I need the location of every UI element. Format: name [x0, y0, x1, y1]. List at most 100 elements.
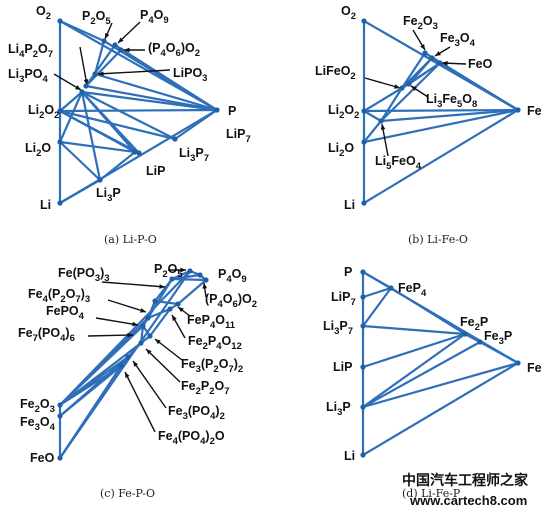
leader-arrowhead — [133, 361, 139, 367]
phase-label-li: Li — [344, 449, 355, 463]
phase-node — [361, 200, 367, 206]
tie-line — [362, 333, 466, 408]
phase-label-fe3-p2o7-2: Fe3(P2O7)2 — [181, 357, 243, 375]
phase-node — [132, 149, 138, 155]
tie-line — [93, 40, 106, 75]
leader-arrowhead — [442, 60, 448, 66]
tie-line — [362, 286, 392, 299]
phase-label-fe4-p2o7-3: Fe4(P2O7)3 — [28, 287, 90, 305]
leader-arrowhead — [75, 85, 81, 90]
label-leader-line — [101, 281, 166, 288]
watermark-chinese: 中国汽车工程师之家 — [402, 472, 529, 488]
tie-line — [85, 49, 122, 87]
caption-d: (d) Li-Fe-P — [402, 487, 461, 500]
tie-line — [59, 109, 218, 204]
tie-line — [59, 140, 136, 154]
phase-label-fe2p2o7: Fe2P2O7 — [181, 379, 230, 397]
phase-label-li3p7: Li3P7 — [179, 146, 209, 164]
tie-line — [363, 108, 519, 144]
phase-label-li2o: Li2O — [328, 141, 354, 159]
label-leader-line — [124, 371, 156, 433]
phase-label-p4o6-o2: (P4O6)O2 — [205, 292, 257, 310]
phase-label-fepo4: FePO4 — [46, 304, 85, 322]
phase-node — [136, 150, 142, 156]
phase-node — [422, 50, 428, 56]
leader-arrowhead — [127, 332, 133, 338]
phase-label-feo: FeO — [468, 57, 493, 71]
phase-label-lip: LiP — [146, 164, 165, 178]
phase-node — [361, 18, 367, 24]
phase-node — [140, 323, 146, 329]
leader-arrowhead — [435, 51, 441, 56]
phase-label-fe2o3: Fe2O3 — [403, 14, 438, 32]
tie-line — [363, 109, 519, 204]
leader-arrowhead — [180, 267, 186, 273]
tie-line — [147, 307, 171, 320]
phase-node — [360, 323, 366, 329]
phase-node — [57, 413, 63, 419]
label-leader-line — [145, 348, 181, 383]
phase-node — [360, 294, 366, 300]
phase-label-fe7-po4-6: Fe7(PO4)6 — [18, 326, 75, 344]
phase-label-li: Li — [344, 198, 355, 212]
label-leader-line — [95, 317, 139, 326]
tie-line — [139, 325, 145, 344]
tie-line — [59, 19, 105, 43]
leader-arrowhead — [118, 37, 124, 43]
tie-line — [120, 49, 218, 111]
phase-node — [214, 107, 220, 113]
tie-line — [464, 333, 481, 343]
tie-line — [59, 141, 101, 181]
leader-arrowhead — [411, 86, 417, 91]
tie-line — [59, 356, 129, 417]
phase-label-lifeo2: LiFeO2 — [315, 64, 356, 82]
phase-node — [361, 108, 367, 114]
phase-label-li3fe5o8: Li3Fe5O8 — [426, 92, 477, 110]
phase-label-li2o2: Li2O2 — [328, 103, 359, 121]
tie-line — [149, 308, 171, 337]
phase-node — [57, 18, 63, 24]
phase-label-fe-po3-3: Fe(PO3)3 — [58, 266, 110, 284]
tie-line — [59, 110, 136, 153]
label-leader-line — [364, 77, 401, 89]
tie-line — [127, 342, 142, 358]
caption-c: (c) Fe-P-O — [100, 487, 155, 500]
phase-label-li3po4: Li3PO4 — [8, 67, 48, 85]
tie-line — [439, 62, 519, 111]
tie-line — [362, 361, 519, 409]
phase-label-fe4-po4-2o: Fe4(PO4)2O — [158, 429, 225, 447]
phase-label-li2o2: Li2O2 — [28, 103, 59, 121]
tie-line — [94, 72, 218, 112]
tie-line — [362, 362, 519, 456]
tie-line — [401, 52, 426, 89]
phase-node — [118, 363, 124, 369]
phase-label-lip: LiP — [333, 360, 352, 374]
phase-node — [462, 331, 468, 337]
phase-node — [57, 402, 63, 408]
tie-line — [59, 270, 191, 406]
phase-node — [112, 42, 118, 48]
phase-label-lipo3: LiPO3 — [173, 66, 207, 84]
leader-arrowhead — [125, 372, 130, 378]
phase-node — [406, 81, 412, 87]
phase-label-fe3o4: Fe3O4 — [440, 31, 476, 49]
label-leader-line — [97, 69, 171, 75]
leader-arrowhead — [202, 283, 208, 289]
tie-line — [177, 279, 207, 305]
phase-node — [360, 404, 366, 410]
label-leader-line — [87, 334, 134, 337]
label-leader-line — [154, 338, 183, 361]
tie-line — [362, 324, 466, 336]
phase-node — [152, 298, 158, 304]
tie-line — [154, 278, 173, 302]
phase-node — [57, 139, 63, 145]
tie-line — [362, 287, 392, 327]
tie-line — [80, 91, 102, 181]
phase-node — [57, 455, 63, 461]
phase-node — [360, 364, 366, 370]
phase-label-fe2o3: Fe2O3 — [20, 397, 55, 415]
phase-node — [175, 301, 181, 307]
